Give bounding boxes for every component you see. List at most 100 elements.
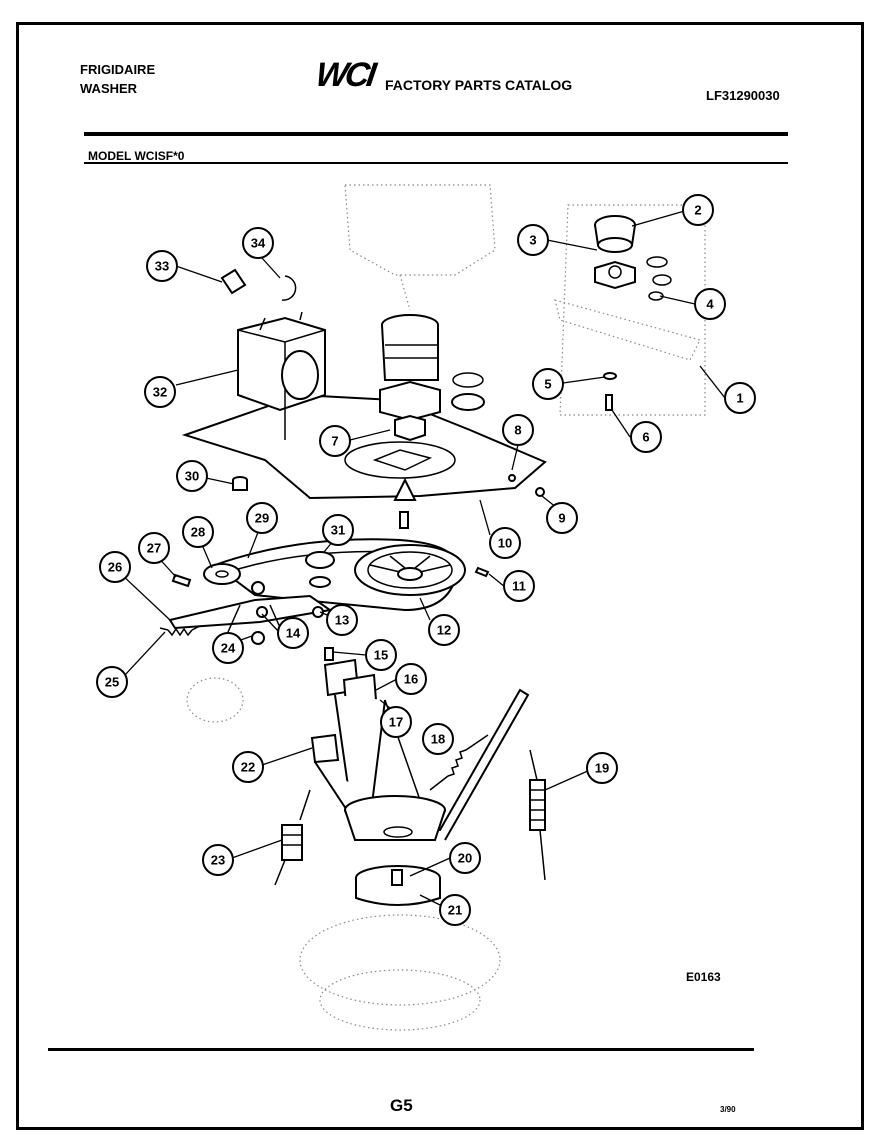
idler-pulley — [305, 551, 335, 588]
callout-14: 14 — [277, 617, 309, 649]
motor-mount-plate — [181, 393, 547, 501]
svg-text:2: 2 — [694, 203, 701, 218]
callout-22: 22 — [232, 751, 264, 783]
callout-16: 16 — [395, 663, 427, 695]
diagram-code: E0163 — [686, 970, 721, 984]
callout-1: 1 — [724, 382, 756, 414]
callout-31: 31 — [322, 514, 354, 546]
callout-18: 18 — [422, 723, 454, 755]
suspension-spring-19 — [529, 749, 546, 881]
callout-4: 4 — [694, 288, 726, 320]
callout-29: 29 — [246, 502, 278, 534]
ghost-base-bottom — [299, 914, 501, 1031]
callout-10: 10 — [489, 527, 521, 559]
svg-text:10: 10 — [498, 536, 512, 551]
catalog-code: LF31290030 — [706, 88, 780, 103]
callout-7: 7 — [319, 425, 351, 457]
callout-23: 23 — [202, 844, 234, 876]
brand-line-2: WASHER — [80, 81, 138, 96]
page-frame — [16, 22, 864, 1130]
svg-text:22: 22 — [241, 760, 255, 775]
motor-part — [237, 311, 326, 440]
callout-13: 13 — [326, 604, 358, 636]
transmission-spin-tube — [379, 314, 441, 442]
svg-text:24: 24 — [221, 641, 236, 656]
svg-text:1: 1 — [736, 391, 743, 406]
svg-text:5: 5 — [544, 377, 551, 392]
catalog-title: FACTORY PARTS CATALOG — [385, 77, 573, 93]
svg-text:21: 21 — [448, 903, 462, 918]
callout-6: 6 — [630, 421, 662, 453]
suspension-spring-23 — [274, 789, 311, 886]
snap-ring-part — [646, 256, 672, 301]
callout-12: 12 — [428, 614, 460, 646]
callout-20: 20 — [449, 842, 481, 874]
callout-21: 21 — [439, 894, 471, 926]
callout-9: 9 — [546, 502, 578, 534]
callout-3: 3 — [517, 224, 549, 256]
callout-5: 5 — [532, 368, 564, 400]
svg-text:17: 17 — [389, 715, 403, 730]
bearing-ring — [451, 372, 485, 411]
belt-clip-part — [474, 566, 490, 578]
callout-32: 32 — [144, 376, 176, 408]
svg-text:30: 30 — [185, 469, 199, 484]
washer-part — [603, 372, 617, 380]
svg-text:33: 33 — [155, 259, 169, 274]
svg-text:3: 3 — [529, 233, 536, 248]
callout-25: 25 — [96, 666, 128, 698]
svg-text:27: 27 — [147, 541, 161, 556]
svg-text:34: 34 — [251, 236, 266, 251]
svg-text:31: 31 — [331, 523, 345, 538]
base-cup — [344, 795, 446, 841]
callout-26: 26 — [99, 551, 131, 583]
model-label: MODEL WCISF*0 — [88, 149, 185, 163]
callout-17: 17 — [380, 706, 412, 738]
kit-ghost-plate — [554, 299, 701, 361]
ghost-pump — [186, 677, 244, 723]
bolt-part — [399, 511, 409, 529]
callout-11: 11 — [503, 570, 535, 602]
spacer-part — [232, 476, 248, 491]
idler-spring — [159, 625, 201, 637]
header-rule-thin — [84, 162, 788, 164]
kit-outline — [559, 204, 706, 416]
transmission-pulley — [354, 544, 466, 596]
svg-text:28: 28 — [191, 525, 205, 540]
svg-text:14: 14 — [286, 626, 301, 641]
svg-text:23: 23 — [211, 853, 225, 868]
svg-text:4: 4 — [706, 297, 714, 312]
callout-33: 33 — [146, 250, 178, 282]
motor-clip-part — [220, 268, 247, 295]
suspension-spring-18 — [429, 734, 489, 791]
retaining-clip-part — [281, 275, 297, 301]
header-rule-thick — [84, 132, 788, 136]
svg-text:12: 12 — [437, 623, 451, 638]
callout-34: 34 — [242, 227, 274, 259]
base-bolt — [391, 869, 403, 886]
svg-text:25: 25 — [105, 675, 119, 690]
svg-text:8: 8 — [514, 423, 521, 438]
coupling-block-part — [594, 260, 636, 290]
motor-pulley — [203, 563, 241, 585]
svg-text:9: 9 — [558, 511, 565, 526]
svg-text:13: 13 — [335, 613, 349, 628]
svg-text:6: 6 — [642, 430, 649, 445]
svg-text:26: 26 — [108, 560, 122, 575]
svg-text:32: 32 — [153, 385, 167, 400]
svg-text:29: 29 — [255, 511, 269, 526]
svg-text:11: 11 — [512, 579, 526, 594]
revision-date: 3/90 — [720, 1105, 736, 1114]
callout-2: 2 — [682, 194, 714, 226]
page-label: G5 — [390, 1096, 413, 1115]
coupling-cap-part — [594, 215, 636, 253]
svg-text:15: 15 — [374, 648, 388, 663]
callout-19: 19 — [586, 752, 618, 784]
callout-24: 24 — [212, 632, 244, 664]
callout-28: 28 — [182, 516, 214, 548]
callout-27: 27 — [138, 532, 170, 564]
callout-8: 8 — [502, 414, 534, 446]
callout-15: 15 — [365, 639, 397, 671]
svg-text:20: 20 — [458, 851, 472, 866]
